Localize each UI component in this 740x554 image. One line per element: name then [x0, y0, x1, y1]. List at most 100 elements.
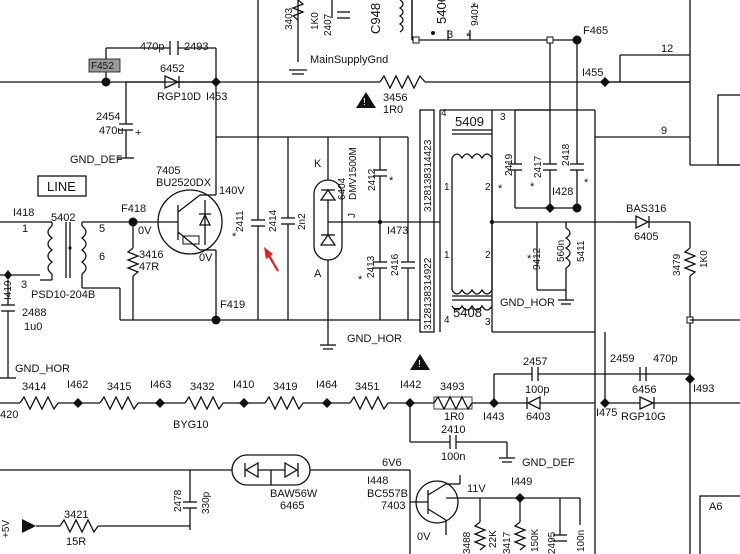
c2493-ref: 2493: [184, 41, 208, 53]
c2411-star: *: [232, 231, 237, 243]
c2419-star: *: [498, 183, 503, 195]
r3421-ref: 3421: [64, 509, 88, 521]
pin3-top: 3: [447, 29, 453, 41]
r3416-ref: 3416: [139, 249, 163, 261]
c2457-value: 100p: [525, 384, 549, 396]
c2n2-value: 2n2: [297, 213, 308, 230]
c2493-value: 470p: [140, 41, 164, 53]
v0-label-c: 0V: [417, 531, 431, 543]
d6405-value: BAS316: [626, 203, 666, 215]
pin3-5408: 3: [485, 317, 491, 328]
d6465-ref: 6465: [280, 500, 304, 512]
gnd-hor-label-3: GND_HOR: [500, 297, 555, 309]
k-label: K: [314, 158, 322, 170]
c2478-ref: 2478: [173, 489, 184, 512]
warning-mark-1: !: [363, 97, 366, 108]
star-top: *: [466, 31, 471, 43]
net-tag-f452: F452: [88, 58, 121, 73]
capacitor-2454: 2454 470u +: [96, 111, 141, 139]
i418-label: I418: [13, 207, 34, 219]
i453-label: I453: [206, 91, 227, 103]
junction-f452: [101, 77, 111, 87]
d6452-ref: 6452: [160, 63, 184, 75]
capacitor-bank-right: 2412 * 2413 * 2416 I473: [216, 137, 440, 321]
i463-label: I463: [150, 379, 171, 391]
r3488-value: 22K: [488, 530, 499, 548]
pin6-5402: 6: [99, 251, 105, 263]
c2412-star: *: [389, 175, 394, 187]
c2410-value: 100n: [441, 451, 465, 463]
plus5v-label: +5V: [1, 520, 12, 538]
i449-label: I449: [511, 476, 532, 488]
i448-label: I448: [367, 475, 388, 487]
c2411-ref: 2411: [235, 210, 246, 232]
d6405-ref: 6405: [634, 231, 658, 243]
pin1-5409: 1: [444, 182, 450, 193]
q7403-value: BC557B: [367, 488, 408, 500]
c2413-ref: 2413: [366, 255, 377, 278]
i420-label: 420: [0, 409, 18, 421]
transformer-5409-5408: 3128138314423 3128138314922 5409 5408 4 …: [419, 108, 550, 333]
net9-label: 9: [661, 125, 667, 137]
pin5-5402: 5: [99, 223, 105, 235]
c2418-star: *: [584, 177, 589, 189]
d6404-ref: 6404: [337, 177, 348, 200]
c9412-star: *: [527, 253, 532, 265]
l5411-value: 560n: [556, 240, 567, 262]
c2454-ref: 2454: [96, 111, 120, 123]
c2495-ref: 2495: [547, 531, 558, 554]
star-9401: *: [472, 1, 477, 13]
r3493-ref: 3493: [440, 381, 464, 393]
t5406-ref: 5406: [434, 0, 449, 24]
c2407-ref: 2407: [323, 13, 334, 36]
r3479-ref: 3479: [672, 253, 683, 276]
pin4-5409: 4: [441, 108, 447, 119]
c2416-ref: 2416: [390, 253, 401, 276]
r3451-ref: 3451: [355, 381, 379, 393]
c2459-value: 470p: [653, 353, 677, 365]
r3414-ref: 3414: [22, 381, 46, 393]
l5411-ref: 5411: [576, 240, 587, 262]
i442-label: I442: [400, 379, 421, 391]
f452-label: F452: [91, 61, 114, 72]
r3417-ref: 3417: [502, 531, 513, 554]
resistor-3403: 3403 1K0: [284, 0, 321, 30]
gnd-def-label-1: GND_DEF: [70, 154, 123, 166]
t5402-ref: 5402: [51, 212, 75, 224]
inductor-5411: 9412 * 560n 5411: [527, 222, 587, 305]
d6456-ref: 6456: [632, 384, 656, 396]
i475-label: I475: [596, 407, 617, 419]
t5408-ref: 5408: [453, 305, 482, 320]
r3403-ref: 3403: [284, 7, 295, 30]
i493-label: I493: [693, 383, 714, 395]
q7405-ref: 7405: [156, 165, 180, 177]
transistor-7405: [157, 137, 223, 320]
c2454-value: 470u: [99, 125, 123, 137]
c2414-ref: 2414: [268, 209, 279, 232]
c2413-star: *: [358, 274, 363, 286]
v140-label: 140V: [219, 185, 245, 197]
resistor-3456: ! 3456 1R0: [356, 74, 426, 116]
v0-label-a: 0V: [138, 225, 152, 237]
top-wires: [0, 0, 740, 166]
diode-6452: 6452 RGP10D: [157, 63, 201, 103]
pin3-5409: 3: [500, 112, 506, 123]
bottom-circuit: BAW56W 6465 2478 330p +5V 3421 15R I448 …: [0, 454, 740, 554]
c2459-ref: 2459: [610, 353, 634, 365]
capacitor-2493: 470p 2493: [140, 41, 208, 55]
d6403-ref: 6403: [526, 411, 550, 423]
t5409-ref: 5409: [455, 114, 484, 129]
pin1-5402: 1: [22, 223, 28, 235]
c2419-ref: 2419: [504, 153, 515, 176]
capacitor-bank-mid: 2411 * 2414 2n2: [232, 137, 308, 320]
c2417-star: *: [530, 181, 535, 193]
c2495-value: 100n: [576, 530, 587, 552]
i473-label: I473: [387, 225, 408, 237]
r3421-value: 15R: [66, 536, 86, 548]
v6v6-label: 6V6: [382, 457, 402, 469]
d6465-value: BAW56W: [270, 488, 318, 500]
f418-label: F418: [121, 203, 146, 215]
r3419-ref: 3419: [273, 381, 297, 393]
warning-mark-2: !: [418, 359, 421, 370]
diode-6405: BAS316 6405: [620, 203, 690, 243]
